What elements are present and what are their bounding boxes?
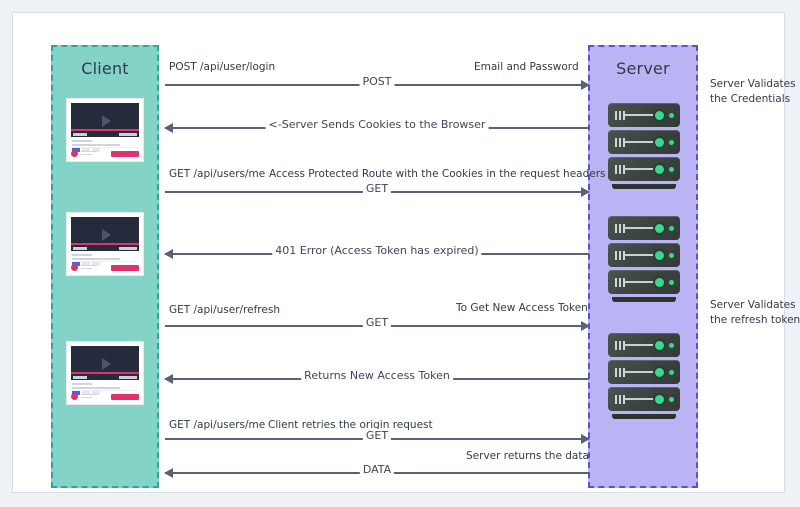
message-label-6: GET [362,429,392,442]
message-note-6: Client retries the origin request [268,419,433,431]
thumbnail-footer [71,390,139,402]
side-note-line-2: the refresh token [710,314,800,326]
message-note-2: Access Protected Route with the Cookies … [269,168,606,180]
subscribe-button [111,150,139,157]
server-rack-icon [608,216,680,302]
side-note-refresh: Server Validates the refresh token [710,298,800,328]
side-note-line-2: the Credentials [710,93,791,105]
message-note-4: To Get New Access Token [456,302,588,314]
message-label-4: GET [362,316,392,329]
player-controls [73,132,137,137]
play-icon [102,115,111,127]
play-icon [102,358,111,370]
message-label-7: DATA [359,463,395,476]
avatar [71,393,78,400]
player-controls [73,246,137,251]
message-note-7: Server returns the data [466,450,589,462]
video-player-icon [71,217,139,251]
client-browser-thumbnail [67,99,143,161]
client-browser-thumbnail [67,213,143,275]
message-label-1: <-Server Sends Cookies to the Browser [265,118,489,131]
server-title: Server [616,59,670,78]
message-lead-0: POST /api/user/login [169,61,276,73]
message-lead-6: GET /api/users/me [169,419,266,431]
avatar [71,150,78,157]
client-browser-thumbnail [67,342,143,404]
progress-bar [71,243,139,245]
thumbnail-footer [71,147,139,159]
subscribe-button [111,264,139,271]
side-note-credentials: Server Validates the Credentials [710,77,800,107]
video-player-icon [71,103,139,137]
message-label-5: Returns New Access Token [301,369,453,382]
client-title: Client [81,59,129,78]
server-rack-icon [608,333,680,419]
server-rack-icon [608,103,680,189]
progress-bar [71,372,139,374]
play-icon [102,229,111,241]
side-note-line-1: Server Validates [710,78,796,90]
message-lead-4: GET /api/user/refresh [169,304,280,316]
video-player-icon [71,346,139,380]
diagram-canvas: Client Server [12,12,800,493]
player-controls [73,375,137,380]
message-lead-2: GET /api/users/me [169,168,266,180]
avatar [71,264,78,271]
message-label-0: POST [359,75,395,88]
subscribe-button [111,393,139,400]
side-note-line-1: Server Validates [710,299,796,311]
thumbnail-footer [71,261,139,273]
progress-bar [71,129,139,131]
message-note-0: Email and Password [474,61,579,73]
message-label-3: 401 Error (Access Token has expired) [272,244,482,257]
message-label-2: GET [362,182,392,195]
